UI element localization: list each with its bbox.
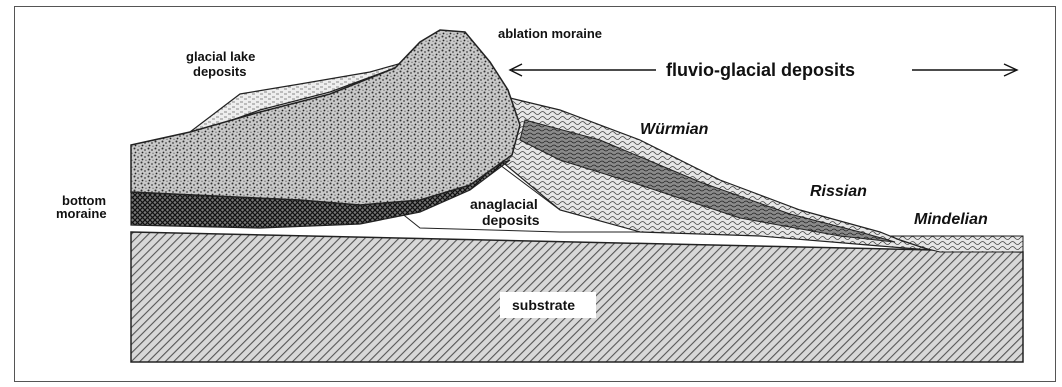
glacial-lake-label-line1: glacial lake	[186, 49, 255, 64]
rissian-label: Rissian	[810, 183, 867, 200]
substrate-label: substrate	[512, 297, 575, 313]
glacial-lake-label-line2: deposits	[193, 64, 246, 79]
wurmian-label: Würmian	[640, 121, 709, 138]
anaglacial-label-line2: deposits	[482, 212, 540, 228]
ablation-moraine-label: ablation moraine	[498, 26, 602, 41]
mindelian-label: Mindelian	[914, 211, 988, 228]
anaglacial-label-line1: anaglacial	[470, 196, 538, 212]
bottom-moraine-label-line2: moraine	[56, 206, 107, 221]
fluvio-glacial-label: fluvio-glacial deposits	[666, 60, 855, 80]
